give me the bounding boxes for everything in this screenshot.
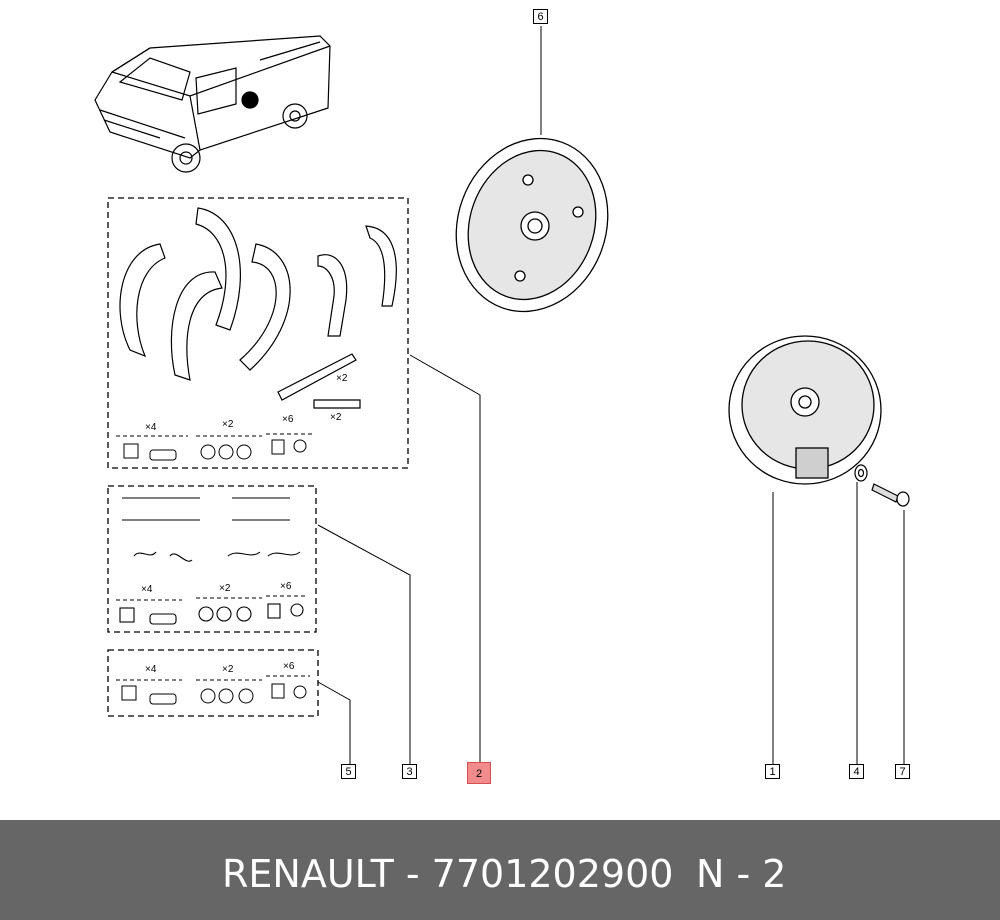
leader-lines bbox=[317, 26, 905, 764]
brake-shoes-group bbox=[119, 207, 397, 409]
callout-5: 5 bbox=[341, 764, 356, 779]
callout-2-highlighted[interactable]: 2 bbox=[467, 762, 491, 784]
backing-plate-bottom bbox=[728, 335, 882, 485]
kit-box-5 bbox=[107, 649, 319, 717]
qty-x6-set3: ×6 bbox=[280, 581, 292, 592]
callout-4: 4 bbox=[849, 764, 864, 779]
kit-box-3 bbox=[107, 485, 317, 633]
page-label: N - 2 bbox=[696, 852, 787, 896]
parts-diagram: ×4 ×2 ×6 ×2 ×2 ×4 ×2 ×6 ×4 ×2 ×6 bbox=[94, 26, 910, 764]
washer-bolt bbox=[854, 464, 910, 507]
kit-box-2 bbox=[107, 197, 409, 469]
backing-plate-top bbox=[455, 137, 609, 313]
callout-6: 6 bbox=[533, 9, 548, 24]
callout-7: 7 bbox=[895, 764, 910, 779]
hardware-group-2 bbox=[116, 433, 312, 461]
qty-x6-set5: ×6 bbox=[283, 661, 295, 672]
qty-spring-x2: ×2 bbox=[330, 412, 342, 423]
qty-x2-set5: ×2 bbox=[222, 664, 234, 675]
callout-3: 3 bbox=[402, 764, 417, 779]
hardware-group-5 bbox=[116, 675, 310, 705]
springs-group-3 bbox=[116, 497, 308, 625]
callout-1: 1 bbox=[765, 764, 780, 779]
qty-x2-set3: ×2 bbox=[219, 583, 231, 594]
brand-part-number: RENAULT - 7701202900 bbox=[222, 852, 674, 896]
qty-x2-set2: ×2 bbox=[222, 419, 234, 430]
van-illustration bbox=[94, 35, 331, 173]
qty-lever-x2: ×2 bbox=[336, 373, 348, 384]
footer-bar: RENAULT - 7701202900 N - 2 bbox=[0, 820, 1000, 920]
qty-x4-set2: ×4 bbox=[145, 422, 157, 433]
qty-x4-set3: ×4 bbox=[141, 584, 153, 595]
qty-x4-set5: ×4 bbox=[145, 664, 157, 675]
qty-x6-set2: ×6 bbox=[282, 414, 294, 425]
